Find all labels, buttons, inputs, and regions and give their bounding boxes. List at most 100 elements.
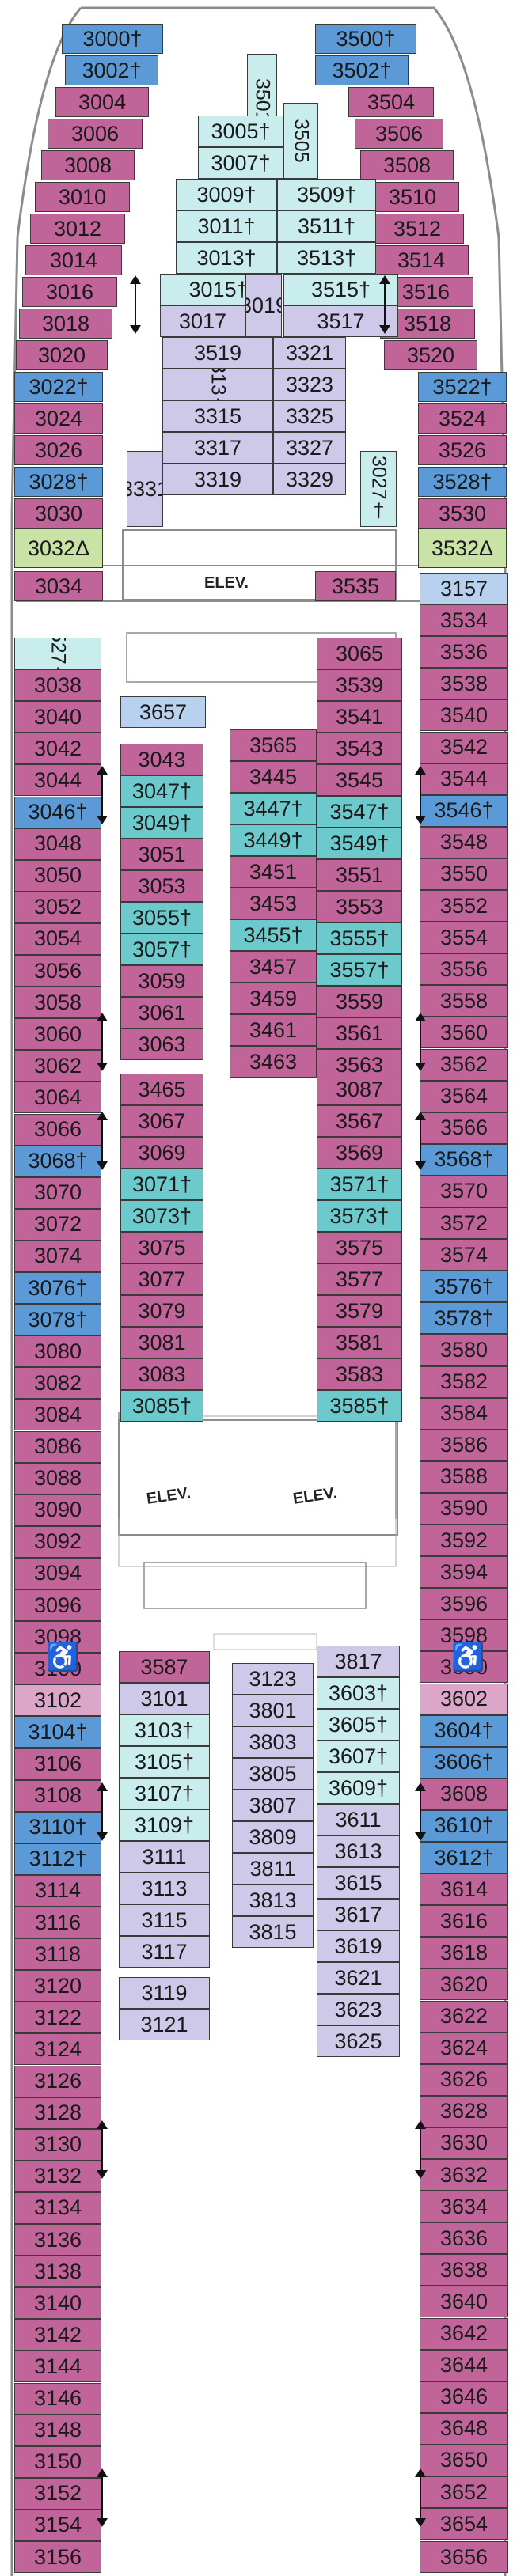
cabin-3618[interactable]: 3618: [420, 1937, 508, 1969]
cabin-3625[interactable]: 3625: [317, 2025, 400, 2057]
cabin-3567[interactable]: 3567: [317, 1105, 402, 1137]
cabin-3445[interactable]: 3445: [230, 761, 317, 793]
cabin-3043[interactable]: 3043: [120, 744, 203, 775]
cabin-3602[interactable]: 3602: [420, 1683, 508, 1715]
cabin-3034[interactable]: 3034: [14, 571, 103, 601]
cabin-3080[interactable]: 3080: [14, 1335, 101, 1368]
cabin-3555[interactable]: 3555†: [317, 922, 402, 954]
cabin-3449[interactable]: 3449†: [230, 824, 317, 856]
cabin-3622[interactable]: 3622: [420, 2000, 508, 2032]
cabin-3600[interactable]: 3600: [420, 1651, 508, 1684]
cabin-3573[interactable]: 3573†: [317, 1200, 402, 1232]
cabin-3012[interactable]: 3012: [30, 214, 125, 244]
cabin-3547[interactable]: 3547†: [317, 796, 402, 828]
cabin-3657[interactable]: 3657: [120, 696, 206, 728]
cabin-3522[interactable]: 3522†: [418, 372, 507, 402]
cabin-3092[interactable]: 3092: [14, 1525, 101, 1558]
cabin-3579[interactable]: 3579: [317, 1295, 402, 1327]
cabin-3607[interactable]: 3607†: [317, 1741, 400, 1772]
cabin-3590[interactable]: 3590: [420, 1492, 508, 1525]
cabin-3323[interactable]: 3323: [273, 369, 346, 400]
cabin-3654[interactable]: 3654: [420, 2508, 508, 2540]
cabin-3048[interactable]: 3048: [14, 828, 101, 860]
cabin-3027[interactable]: 3027†: [360, 451, 397, 527]
cabin-3108[interactable]: 3108: [14, 1779, 101, 1812]
cabin-3580[interactable]: 3580: [420, 1334, 508, 1366]
cabin-3546[interactable]: 3546†: [420, 794, 508, 827]
cabin-3123[interactable]: 3123: [232, 1663, 314, 1695]
cabin-3502[interactable]: 3502†: [315, 55, 409, 85]
cabin-3506[interactable]: 3506: [355, 119, 443, 149]
cabin-3624[interactable]: 3624: [420, 2032, 508, 2064]
cabin-3575[interactable]: 3575: [317, 1232, 402, 1263]
cabin-3047[interactable]: 3047†: [120, 775, 203, 807]
cabin-3109[interactable]: 3109†: [119, 1809, 210, 1841]
cabin-3514[interactable]: 3514: [374, 245, 469, 275]
cabin-3049[interactable]: 3049†: [120, 807, 203, 839]
cabin-3616[interactable]: 3616: [420, 1905, 508, 1938]
cabin-3451[interactable]: 3451: [230, 856, 317, 888]
cabin-3606[interactable]: 3606†: [420, 1746, 508, 1779]
cabin-3536[interactable]: 3536: [420, 636, 508, 669]
cabin-3577[interactable]: 3577: [317, 1263, 402, 1295]
cabin-3809[interactable]: 3809: [232, 1821, 314, 1853]
cabin-3619[interactable]: 3619: [317, 1930, 400, 1962]
cabin-3447[interactable]: 3447†: [230, 793, 317, 824]
cabin-3111[interactable]: 3111: [119, 1841, 210, 1873]
cabin-3081[interactable]: 3081: [120, 1327, 203, 1358]
cabin-3646[interactable]: 3646: [420, 2381, 508, 2413]
cabin-3566[interactable]: 3566: [420, 1112, 508, 1144]
cabin-3005[interactable]: 3005†: [198, 116, 283, 147]
cabin-3543[interactable]: 3543: [317, 733, 402, 764]
cabin-3331[interactable]: 3331: [127, 451, 163, 527]
cabin-3562[interactable]: 3562: [420, 1048, 508, 1081]
cabin-3608[interactable]: 3608: [420, 1778, 508, 1810]
cabin-3541[interactable]: 3541: [317, 701, 402, 733]
cabin-3811[interactable]: 3811: [232, 1853, 314, 1885]
cabin-3054[interactable]: 3054: [14, 922, 101, 955]
cabin-3500[interactable]: 3500†: [315, 24, 416, 54]
cabin-3154[interactable]: 3154: [14, 2509, 101, 2541]
cabin-3058[interactable]: 3058: [14, 987, 101, 1019]
cabin-3327[interactable]: 3327: [273, 432, 346, 464]
cabin-3544[interactable]: 3544: [420, 763, 508, 795]
cabin-3807[interactable]: 3807: [232, 1790, 314, 1821]
cabin-3815[interactable]: 3815: [232, 1916, 314, 1948]
cabin-3550[interactable]: 3550: [420, 858, 508, 890]
cabin-3130[interactable]: 3130: [14, 2128, 101, 2161]
cabin-3105[interactable]: 3105†: [119, 1746, 210, 1778]
cabin-3510[interactable]: 3510: [366, 182, 459, 212]
cabin-3057[interactable]: 3057†: [120, 934, 203, 965]
cabin-3564[interactable]: 3564: [420, 1080, 508, 1112]
cabin-3630[interactable]: 3630: [420, 2127, 508, 2159]
cabin-3115[interactable]: 3115: [119, 1904, 210, 1936]
cabin-3075[interactable]: 3075: [120, 1232, 203, 1263]
cabin-3317[interactable]: 3317: [162, 432, 273, 464]
cabin-3455[interactable]: 3455†: [230, 919, 317, 951]
cabin-3463[interactable]: 3463: [230, 1046, 317, 1078]
cabin-3052[interactable]: 3052: [14, 891, 101, 923]
cabin-3571[interactable]: 3571†: [317, 1169, 402, 1200]
cabin-3009[interactable]: 3009†: [176, 179, 277, 210]
cabin-3002[interactable]: 3002†: [65, 55, 158, 85]
cabin-3632[interactable]: 3632: [420, 2159, 508, 2191]
cabin-3140[interactable]: 3140: [14, 2287, 101, 2320]
cabin-3085[interactable]: 3085†: [120, 1390, 203, 1422]
cabin-3138[interactable]: 3138: [14, 2256, 101, 2288]
cabin-3453[interactable]: 3453: [230, 888, 317, 919]
cabin-3648[interactable]: 3648: [420, 2412, 508, 2445]
cabin-3315[interactable]: 3315: [162, 400, 273, 432]
cabin-3062[interactable]: 3062: [14, 1050, 101, 1082]
cabin-3549[interactable]: 3549†: [317, 828, 402, 859]
cabin-3508[interactable]: 3508: [360, 150, 454, 180]
cabin-3024[interactable]: 3024: [14, 403, 103, 434]
cabin-3621[interactable]: 3621: [317, 1962, 400, 1994]
cabin-3128[interactable]: 3128: [14, 2097, 101, 2129]
cabin-3053[interactable]: 3053: [120, 870, 203, 902]
cabin-3148[interactable]: 3148: [14, 2414, 101, 2446]
cabin-3813[interactable]: 3813: [232, 1885, 314, 1916]
cabin-3106[interactable]: 3106: [14, 1748, 101, 1780]
cabin-3065[interactable]: 3065: [317, 638, 402, 669]
cabin-3615[interactable]: 3615: [317, 1867, 400, 1899]
cabin-3581[interactable]: 3581: [317, 1327, 402, 1358]
